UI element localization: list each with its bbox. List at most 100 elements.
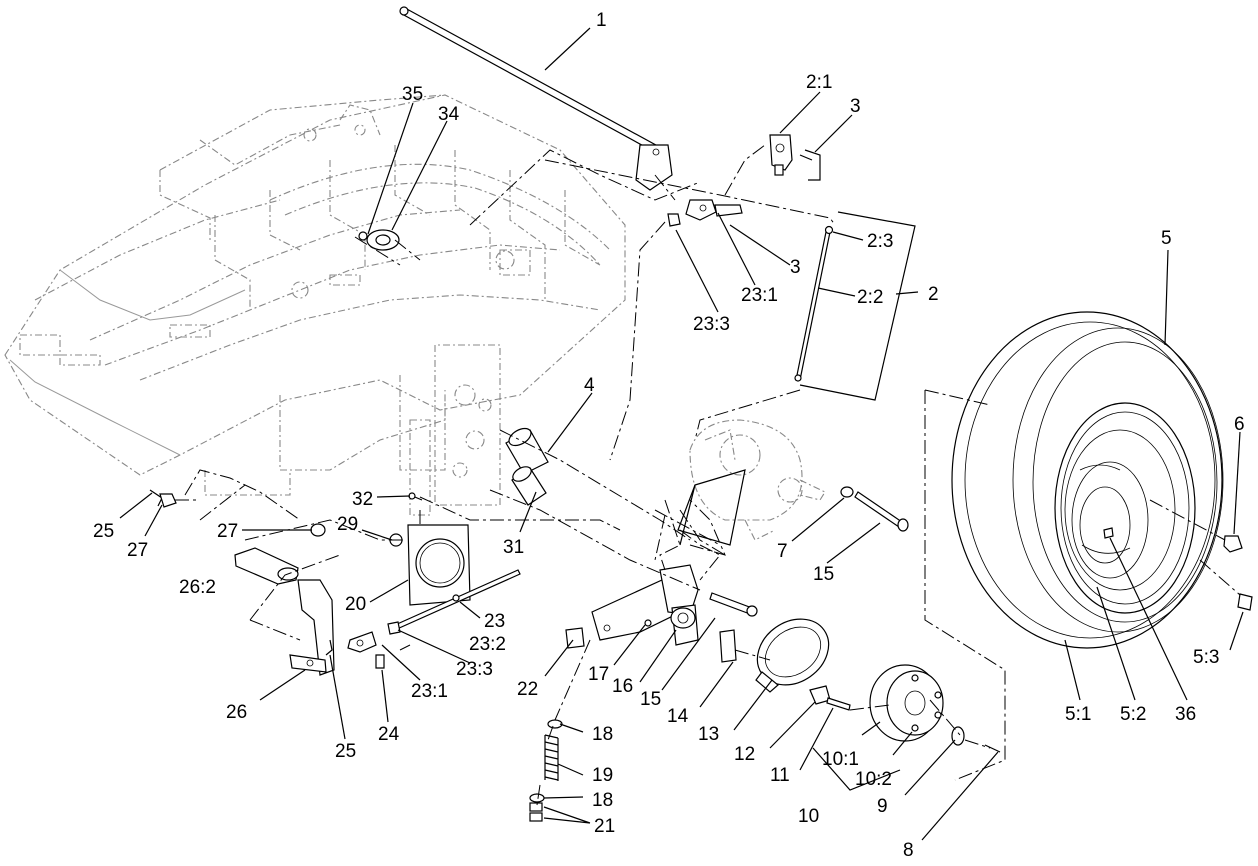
callout-26-2: 26:2 xyxy=(179,577,216,598)
callout-17: 17 xyxy=(588,664,609,685)
part-27-washer-right xyxy=(310,523,326,537)
callout-10-1: 10:1 xyxy=(822,749,859,770)
callout-2-3: 2:3 xyxy=(867,231,893,252)
callout-22: 22 xyxy=(517,679,538,700)
callout-23-3-top: 23:3 xyxy=(693,314,730,335)
callout-32: 32 xyxy=(352,489,373,510)
part-14-bushing xyxy=(719,629,737,663)
part-18-washer-upper xyxy=(547,719,563,729)
part-31-spacer xyxy=(511,466,547,506)
callout-27-mid: 27 xyxy=(217,521,238,542)
callout-21: 21 xyxy=(594,816,615,837)
part-5-3-valve-cap xyxy=(1237,593,1253,611)
callout-23-3-bottom: 23:3 xyxy=(456,659,493,680)
callout-25-left: 25 xyxy=(93,521,114,542)
callout-labels: 1 2:1 3 35 34 2:3 3 23:1 2:2 2 23:3 5 4 … xyxy=(93,10,1245,861)
part-20-mount-plate xyxy=(407,524,471,606)
callout-12: 12 xyxy=(734,744,755,765)
callout-20: 20 xyxy=(345,594,366,615)
part-26-brake-lever xyxy=(289,579,335,676)
leader-5 xyxy=(1164,249,1169,346)
part-3-spring-clip xyxy=(799,149,821,181)
callout-34: 34 xyxy=(438,104,460,125)
motor-bracket-outline xyxy=(677,469,746,546)
callout-23-1-top: 23:1 xyxy=(741,285,778,306)
callout-2-1: 2:1 xyxy=(806,72,832,93)
part-3-pin-upper xyxy=(714,204,743,217)
callout-3-mid: 3 xyxy=(790,257,801,278)
hydro-motor xyxy=(689,419,826,541)
part-35-nut xyxy=(358,231,368,241)
chassis-frame xyxy=(4,94,626,516)
callout-3-top: 3 xyxy=(850,96,861,117)
callout-11: 11 xyxy=(770,765,790,786)
part-26-2-grip xyxy=(234,547,299,585)
callout-36: 36 xyxy=(1175,704,1196,725)
callout-16: 16 xyxy=(612,676,633,697)
callout-10: 10 xyxy=(798,806,819,827)
part-8-cotter-pin xyxy=(984,744,1001,753)
part-34-flange-bearing xyxy=(366,229,400,251)
callout-5-1: 5:1 xyxy=(1065,704,1091,725)
part-23-1-upper-clevis xyxy=(685,199,717,221)
callout-15-right: 15 xyxy=(813,564,834,585)
part-5-wheel-assembly xyxy=(951,311,1224,649)
callout-23-1-bottom: 23:1 xyxy=(411,681,448,702)
callout-23: 23 xyxy=(484,611,505,632)
bracket-2 xyxy=(799,211,919,401)
part-15-bolt-upper xyxy=(854,491,909,532)
callout-4: 4 xyxy=(584,375,595,396)
part-11-bolt xyxy=(826,697,851,711)
part-7-washer xyxy=(840,486,854,498)
part-25-clip-left xyxy=(149,489,163,507)
callout-18-bottom: 18 xyxy=(592,790,613,811)
part-19-spring xyxy=(544,734,559,781)
callout-5-3: 5:3 xyxy=(1193,647,1219,668)
part-6-lug-nut xyxy=(1223,535,1243,553)
part-2-1-clevis xyxy=(769,134,793,176)
part-13-brake-band xyxy=(755,618,830,693)
part-18-washer-lower xyxy=(529,793,545,803)
part-24-pin xyxy=(375,654,385,669)
callout-18-top: 18 xyxy=(592,724,613,745)
callout-24: 24 xyxy=(378,724,400,745)
callout-7: 7 xyxy=(777,541,788,562)
part-21-nuts xyxy=(529,802,543,822)
callout-25-bottom: 25 xyxy=(335,741,356,762)
part-36-valve-stem xyxy=(1103,527,1114,539)
callout-1: 1 xyxy=(596,10,607,31)
callout-2-2: 2:2 xyxy=(857,287,883,308)
callout-23-2: 23:2 xyxy=(469,634,506,655)
callout-14: 14 xyxy=(667,706,689,727)
callout-35: 35 xyxy=(402,84,423,105)
part-1-control-rod xyxy=(399,6,673,191)
part-4-spacer xyxy=(505,427,549,475)
callout-9: 9 xyxy=(877,796,888,817)
part-23-3-nut-lower xyxy=(387,621,401,635)
part-15-bolt-mid xyxy=(709,592,758,617)
leader-lines xyxy=(119,27,1244,841)
callout-2: 2 xyxy=(928,284,939,305)
callout-8: 8 xyxy=(903,840,914,861)
callout-6: 6 xyxy=(1234,414,1245,435)
callout-31: 31 xyxy=(503,537,524,558)
part-23-1-lower-clevis xyxy=(347,631,377,653)
callout-5-2: 5:2 xyxy=(1120,704,1146,725)
callout-5: 5 xyxy=(1161,228,1172,249)
callout-19: 19 xyxy=(592,765,613,786)
part-27-nut-left xyxy=(159,493,177,508)
part-2-2-rod xyxy=(794,225,834,382)
part-25-clip-lower xyxy=(325,639,333,656)
part-32-bolt xyxy=(408,492,423,501)
callout-13: 13 xyxy=(698,724,719,745)
part-17-set-screw xyxy=(644,619,652,627)
callout-10-2: 10:2 xyxy=(855,769,892,790)
callout-15-mid: 15 xyxy=(640,689,661,710)
callout-29: 29 xyxy=(337,514,358,535)
part-16-brake-bracket xyxy=(591,564,699,646)
part-10-brake-drum xyxy=(869,664,944,742)
part-23-3-nut-upper xyxy=(667,213,681,227)
callout-26: 26 xyxy=(226,702,247,723)
